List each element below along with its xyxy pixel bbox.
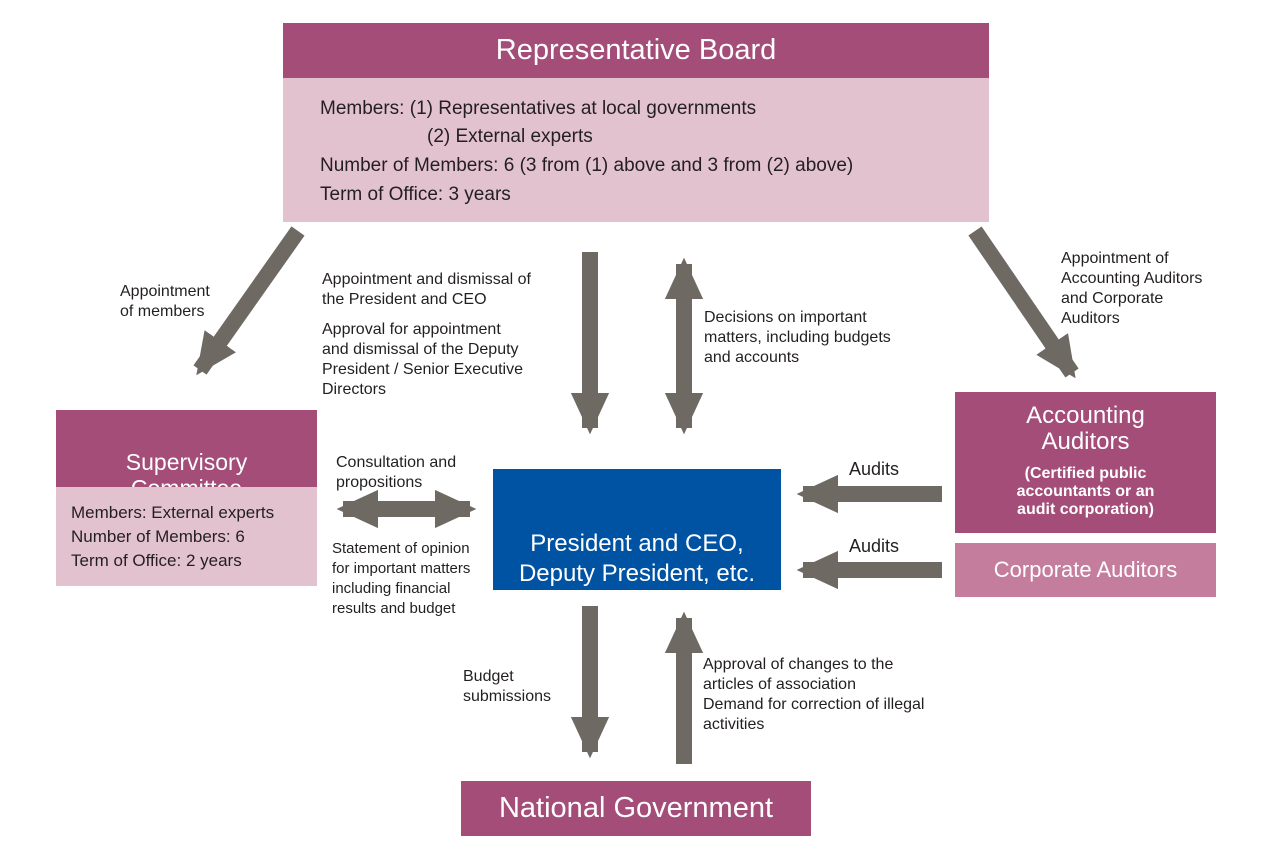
board-number-of-members: Number of Members: 6 (3 from (1) above a… bbox=[320, 155, 854, 176]
representative-board-title: Representative Board bbox=[495, 34, 777, 66]
president-title: President and CEO, Deputy President, etc… bbox=[518, 530, 756, 587]
label-consultation: Consultation and propositions bbox=[336, 454, 457, 491]
label-audits-corporate: Audits bbox=[849, 536, 900, 556]
arrow-board-to-accounting-auditors bbox=[968, 226, 1079, 379]
accounting-auditors-box: Accounting Auditors (Certified public ac… bbox=[955, 392, 1216, 533]
label-appointment-auditors: Appointment of Accounting Auditors and C… bbox=[1061, 250, 1203, 327]
supervisory-term-of-office: Term of Office: 2 years bbox=[71, 551, 242, 570]
supervisory-committee-header: Supervisory Committee bbox=[56, 410, 317, 501]
board-members-line2: (2) External experts bbox=[427, 126, 593, 147]
accounting-auditors-title: Accounting Auditors bbox=[1026, 402, 1145, 455]
supervisory-number-of-members: Number of Members: 6 bbox=[71, 527, 245, 546]
arrow-board-to-supervisory bbox=[193, 226, 305, 376]
label-appointment-of-members: Appointment of members bbox=[120, 283, 210, 320]
supervisory-members: Members: External experts bbox=[71, 503, 275, 522]
representative-board-header: Representative Board bbox=[283, 23, 989, 78]
label-approval-changes: Approval of changes to the articles of a… bbox=[703, 656, 925, 733]
president-box: President and CEO, Deputy President, etc… bbox=[493, 469, 781, 590]
corporate-auditors-box: Corporate Auditors bbox=[955, 543, 1216, 597]
national-government-title: National Government bbox=[498, 792, 774, 824]
label-audits-accounting: Audits bbox=[849, 459, 900, 479]
representative-board-details: Members: (1) Representatives at local go… bbox=[283, 78, 989, 222]
label-statement-of-opinion: Statement of opinion for important matte… bbox=[332, 540, 471, 617]
supervisory-committee-details: Members: External experts Number of Memb… bbox=[56, 487, 317, 586]
label-approval-deputy: Approval for appointment and dismissal o… bbox=[322, 321, 523, 398]
accounting-auditors-subtitle: (Certified public accountants or an audi… bbox=[1016, 465, 1155, 518]
corporate-auditors-title: Corporate Auditors bbox=[993, 557, 1178, 582]
board-members-line1: Members: (1) Representatives at local go… bbox=[320, 98, 757, 119]
label-decisions-important: Decisions on important matters, includin… bbox=[704, 309, 891, 366]
national-government-box: National Government bbox=[461, 781, 811, 836]
label-budget-submissions: Budget submissions bbox=[463, 668, 552, 705]
label-appointment-dismissal-president: Appointment and dismissal of the Preside… bbox=[322, 271, 531, 308]
board-term-of-office: Term of Office: 3 years bbox=[320, 184, 511, 205]
